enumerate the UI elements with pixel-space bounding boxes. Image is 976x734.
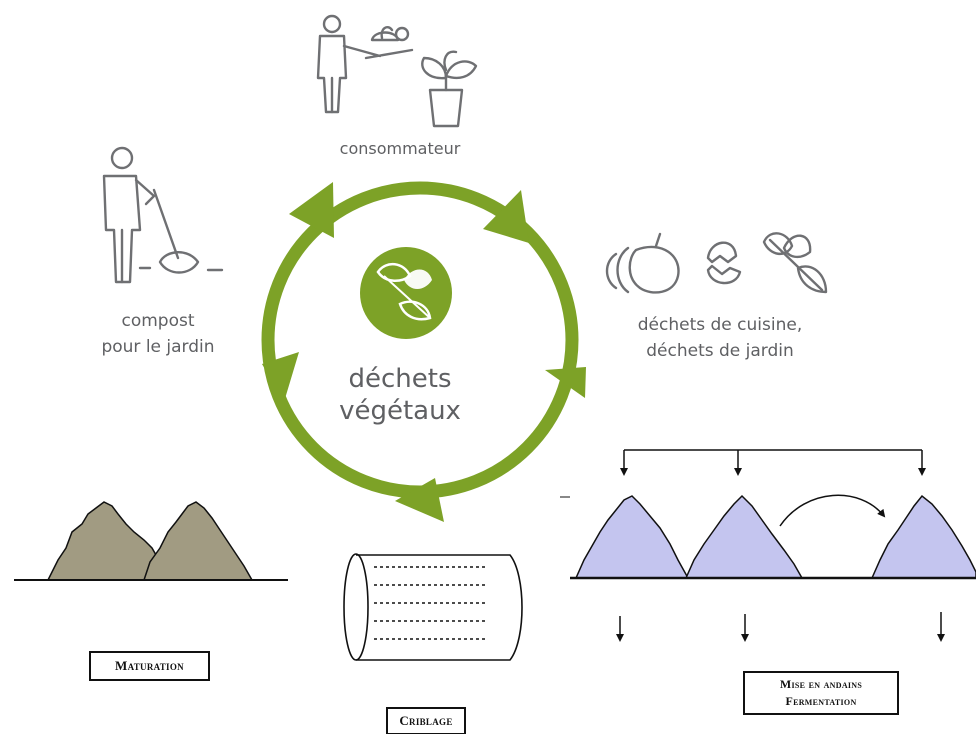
cycle-arrow-bottom [395,478,444,522]
compost-label: compost pour le jardin [101,311,215,358]
windrow-piles [560,449,976,642]
windrow-pile-2 [684,494,804,579]
maturation-piles [14,501,288,581]
consumer-label: consommateur [339,139,461,158]
gardener-icon [102,146,224,284]
windrow-transfer-arrow [779,494,886,527]
windrow-pile-1 [574,495,690,579]
maturation-label: Maturation [89,651,210,681]
eggshell-icon [706,241,742,285]
potted-plant-icon [421,50,478,128]
maturation-pile-right [142,501,254,581]
cycle-arrow-top-right [483,190,529,243]
waste-label: déchets de cuisine, déchets de jardin [637,315,803,362]
windrow-pile-3 [870,494,976,579]
cycle-arrow-left [262,352,299,402]
cycle-arrow-top-left [289,182,334,238]
screening-drum [343,553,523,661]
apple-peel-icon [605,232,680,294]
windrow-label: Mise en andains Fermentation [743,671,899,715]
center-label: déchets végétaux [339,364,461,426]
leaves-icon [762,232,828,294]
maturation-pile-left [46,501,165,581]
leaf-disc-icon [360,247,452,339]
criblage-label: Criblage [386,707,466,734]
windrow-output-arrows [616,612,945,642]
cycle-arrow-right [545,367,586,398]
consumer-icon [316,14,414,114]
windrow-feed-arrows [620,449,926,476]
